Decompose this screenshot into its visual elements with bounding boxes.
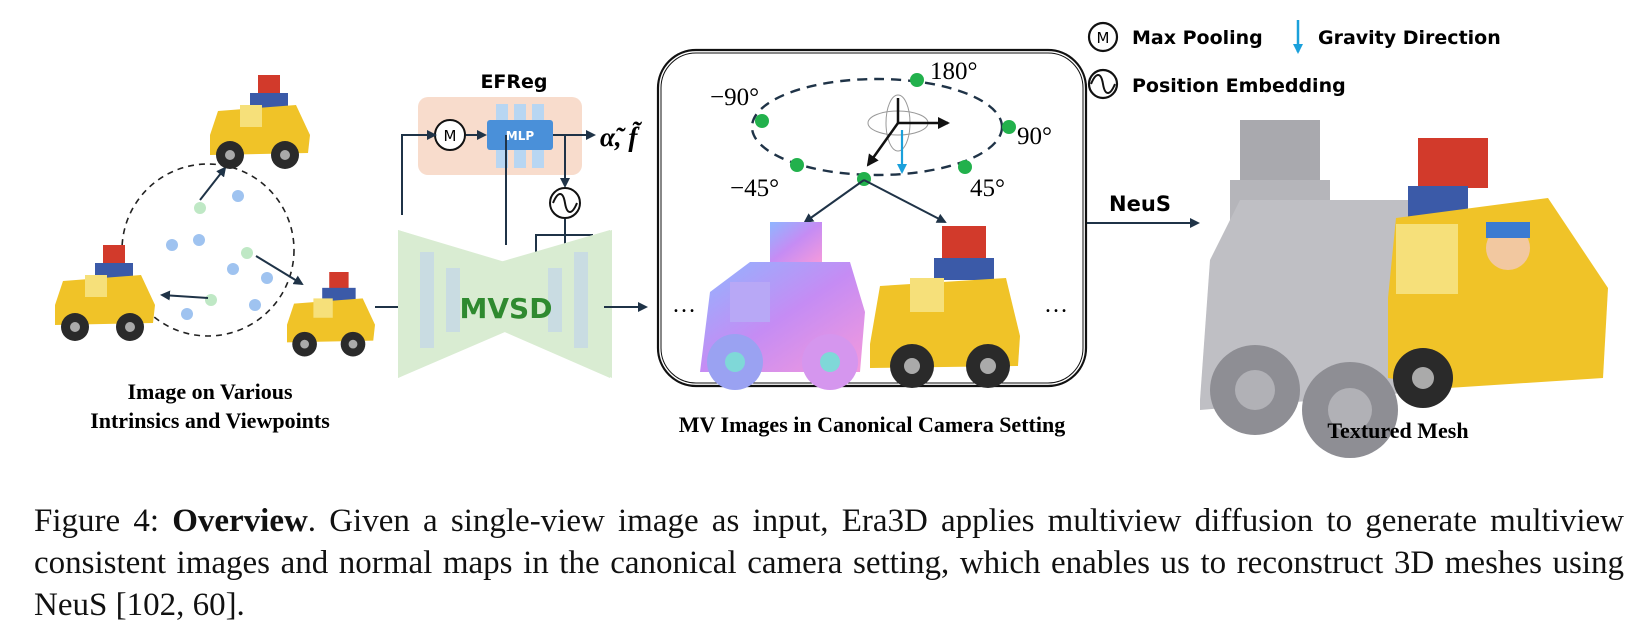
overview-figure: M Max Pooling Gravity Direction Position… bbox=[55, 20, 1608, 458]
toy-truck-image-top bbox=[210, 75, 310, 169]
input-label-line2: Intrinsics and Viewpoints bbox=[90, 408, 330, 433]
angle-180: 180° bbox=[930, 58, 978, 85]
toy-truck-image-input bbox=[287, 272, 375, 357]
legend: M Max Pooling Gravity Direction Position… bbox=[1087, 20, 1501, 100]
position-embedding-node-icon bbox=[549, 187, 581, 219]
angle-pos90: 90° bbox=[1017, 123, 1052, 150]
figure-caption: Figure 4: Overview. Given a single-view … bbox=[34, 500, 1624, 626]
legend-max-pooling: Max Pooling bbox=[1132, 27, 1263, 49]
output-section: Textured Mesh bbox=[1200, 120, 1608, 458]
textured-mesh-image bbox=[1388, 138, 1608, 408]
neus-arrow: NeuS bbox=[1087, 192, 1200, 228]
angle-neg45: −45° bbox=[730, 175, 779, 202]
rgb-view-image bbox=[870, 226, 1020, 388]
mv-ellipsis-left: … bbox=[672, 292, 696, 318]
axis-gizmo bbox=[866, 94, 950, 174]
caption-bold-title: Overview bbox=[172, 503, 308, 539]
caption-text: . Given a single-view image as input, Er… bbox=[34, 503, 1625, 623]
angle-pos45: 45° bbox=[970, 175, 1005, 202]
efreg-title: EFReg bbox=[480, 71, 547, 93]
max-pooling-symbol: M bbox=[1097, 29, 1110, 47]
mlp-block: MLP bbox=[487, 104, 553, 168]
gray-mesh-image bbox=[1200, 120, 1450, 458]
input-section: Image on Various Intrinsics and Viewpoin… bbox=[55, 75, 414, 433]
camera-dots bbox=[755, 73, 1016, 186]
max-pooling-icon bbox=[1087, 21, 1119, 53]
mlp-label: MLP bbox=[506, 129, 535, 143]
efreg-output-label: α̃, f̃ bbox=[600, 121, 642, 152]
legend-gravity-direction: Gravity Direction bbox=[1318, 27, 1501, 49]
mv-ellipsis-right: … bbox=[1044, 292, 1068, 318]
efreg-block: EFReg M MLP α̃, f̃ bbox=[401, 71, 642, 284]
angle-neg90: −90° bbox=[710, 84, 759, 111]
viewpoint-dots bbox=[166, 190, 273, 320]
normal-map-image bbox=[700, 222, 865, 390]
input-label-line1: Image on Various bbox=[127, 379, 292, 404]
neus-label: NeuS bbox=[1109, 192, 1171, 216]
mvsd-label: MVSD bbox=[460, 292, 553, 325]
caption-prefix: Figure 4: bbox=[34, 503, 173, 539]
toy-truck-image-left bbox=[55, 245, 155, 341]
mv-panel-label: MV Images in Canonical Camera Setting bbox=[679, 412, 1065, 437]
efreg-max-pool-symbol: M bbox=[444, 127, 457, 145]
legend-position-embedding: Position Embedding bbox=[1132, 75, 1346, 97]
output-label: Textured Mesh bbox=[1327, 418, 1468, 443]
mv-panel: 180° −90° 90° −45° 45° … … bbox=[656, 48, 1088, 437]
mvsd-block: MVSD bbox=[398, 230, 648, 378]
position-embedding-icon bbox=[1087, 68, 1119, 100]
